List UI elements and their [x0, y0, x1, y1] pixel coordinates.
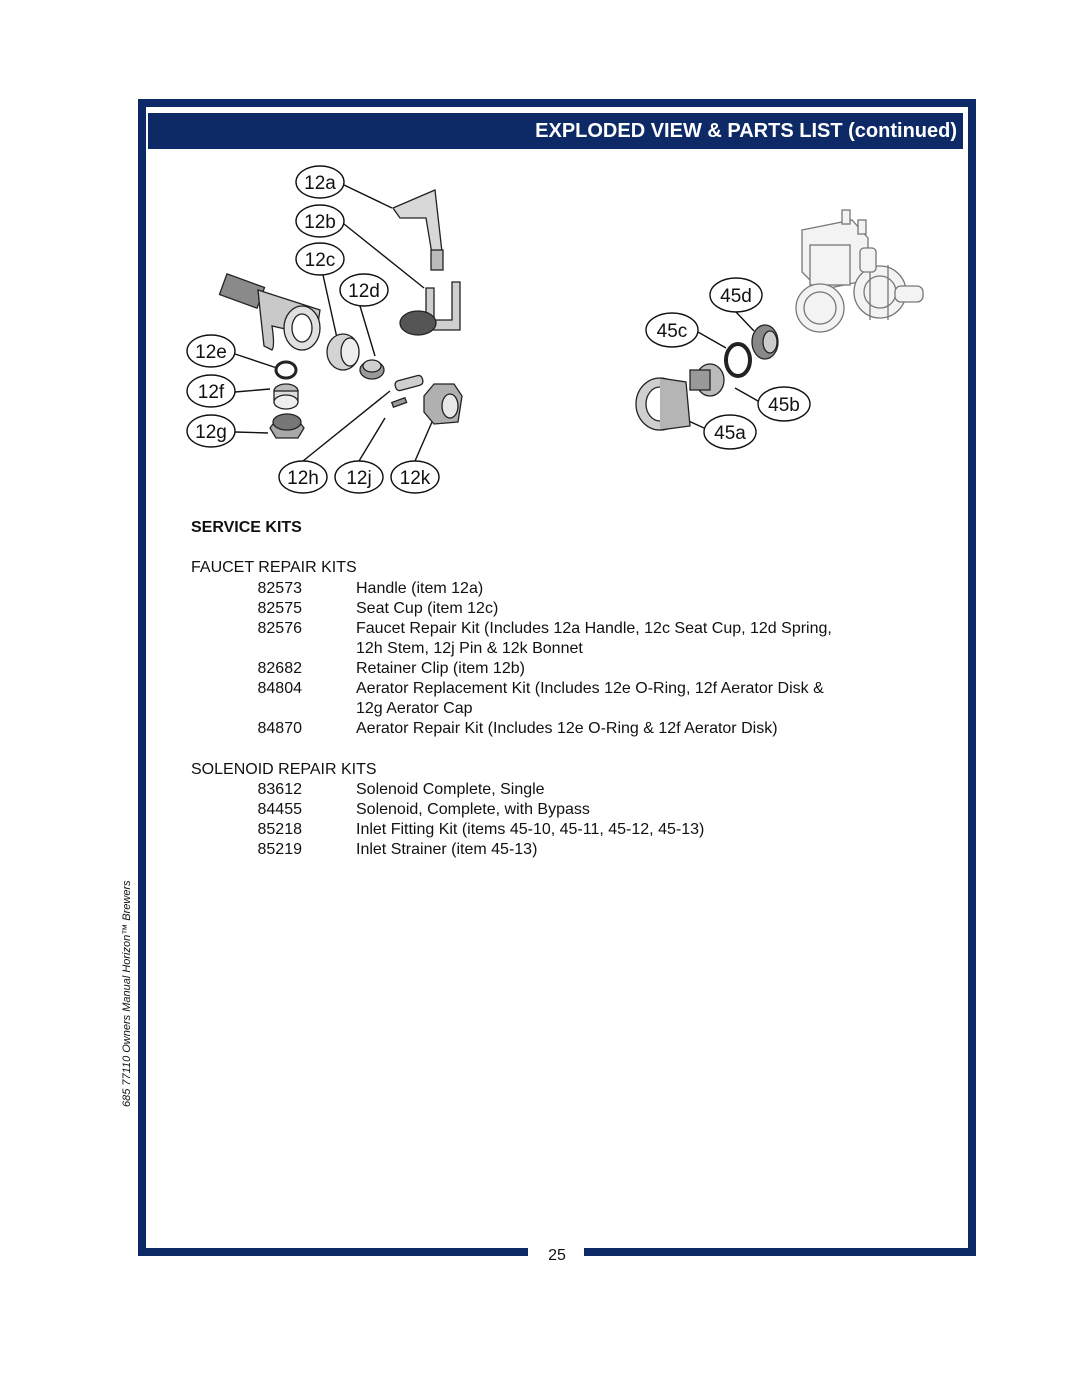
part-number: 83612 — [257, 781, 303, 798]
solenoid-valve — [795, 209, 924, 333]
frame-border-right — [968, 99, 976, 1256]
strainer-45b — [689, 363, 725, 397]
aerator-cap-12g — [269, 413, 305, 439]
callout-45d: 45d — [720, 286, 752, 307]
part-number: 82573 — [257, 580, 303, 597]
exploded-view-diagram: 12a 12b 12c 12d 12e 12f 12g 12h 12j 12k … — [186, 165, 924, 494]
frame-border-top — [138, 99, 976, 107]
bonnet-12k — [423, 383, 463, 425]
part-description-line2: 12g Aerator Cap — [356, 700, 473, 717]
fitting-45a — [635, 377, 691, 431]
part-number: 82576 — [257, 620, 303, 637]
faucet-repair-kits-heading: FAUCET REPAIR KITS — [191, 559, 357, 576]
solenoid-repair-kits-heading: SOLENOID REPAIR KITS — [191, 761, 377, 778]
page-number: 25 — [548, 1247, 566, 1264]
part-description: Solenoid, Complete, with Bypass — [356, 801, 590, 818]
part-description: Inlet Strainer (item 45-13) — [356, 841, 538, 858]
spring-12d — [359, 359, 385, 380]
callout-bubble-45b — [757, 386, 811, 422]
callout-45a: 45a — [714, 423, 746, 444]
callout-12a: 12a — [304, 173, 336, 194]
page-title: EXPLODED VIEW & PARTS LIST (continued) — [148, 113, 963, 149]
callout-12d: 12d — [348, 281, 380, 302]
pin-12j — [390, 396, 408, 409]
callout-bubble-12g — [186, 414, 236, 448]
part-number: 82575 — [257, 600, 303, 617]
solenoid-parts — [635, 209, 924, 431]
callout-12e: 12e — [195, 342, 227, 363]
part-description: Handle (item 12a) — [356, 580, 484, 597]
page-frame — [138, 99, 976, 1256]
callout-12h: 12h — [287, 468, 319, 489]
callout-bubble-12a — [295, 165, 345, 199]
callout-12g: 12g — [195, 422, 227, 443]
callout-bubble-12f — [186, 374, 236, 408]
frame-border-bottom-left — [138, 1248, 528, 1256]
side-footer-text: 685 77110 Owners Manual Horizon™ Brewers — [121, 880, 133, 1107]
callout-bubble-12d — [339, 273, 389, 307]
part-description: Solenoid Complete, Single — [356, 781, 545, 798]
callout-bubble-45c — [645, 312, 699, 348]
callout-bubble-12b — [295, 204, 345, 238]
callout-12j: 12j — [346, 468, 371, 489]
part-description: Faucet Repair Kit (Includes 12a Handle, … — [356, 620, 832, 637]
part-description-line2: 12h Stem, 12j Pin & 12k Bonnet — [356, 640, 583, 657]
part-number: 84455 — [257, 801, 303, 818]
part-description: Aerator Replacement Kit (Includes 12e O-… — [356, 680, 824, 697]
callout-12c: 12c — [305, 250, 336, 271]
frame-border-bottom-right — [584, 1248, 976, 1256]
part-number: 85219 — [257, 841, 303, 858]
callout-bubble-12e — [186, 334, 236, 368]
o-ring-12e — [274, 360, 298, 380]
part-number: 82682 — [257, 660, 303, 677]
callout-45b: 45b — [768, 395, 800, 416]
part-description: Inlet Fitting Kit (items 45-10, 45-11, 4… — [356, 821, 705, 838]
aerator-disk-12f — [273, 383, 299, 410]
part-description: Retainer Clip (item 12b) — [356, 660, 525, 677]
stem-12h — [394, 374, 424, 392]
callout-12b: 12b — [304, 212, 336, 233]
callout-bubble-45a — [703, 414, 757, 450]
part-number: 84870 — [257, 720, 303, 737]
service-kits-heading: SERVICE KITS — [191, 519, 302, 536]
part-description: Seat Cup (item 12c) — [356, 600, 499, 617]
callout-12f: 12f — [198, 382, 225, 403]
part-description: Aerator Repair Kit (Includes 12e O-Ring … — [356, 720, 778, 737]
faucet-parts — [218, 189, 463, 439]
o-ring-45c — [724, 342, 752, 378]
callout-12k: 12k — [400, 468, 431, 489]
part-number: 84804 — [257, 680, 303, 697]
frame-border-left — [138, 99, 146, 1256]
callout-bubble-12c — [295, 242, 345, 276]
part-number: 85218 — [257, 821, 303, 838]
faucet-body — [218, 272, 321, 351]
callout-45c: 45c — [657, 321, 688, 342]
nut-45d — [751, 324, 779, 360]
side-footer: 685 77110 Owners Manual Horizon™ Brewers — [117, 843, 137, 1107]
